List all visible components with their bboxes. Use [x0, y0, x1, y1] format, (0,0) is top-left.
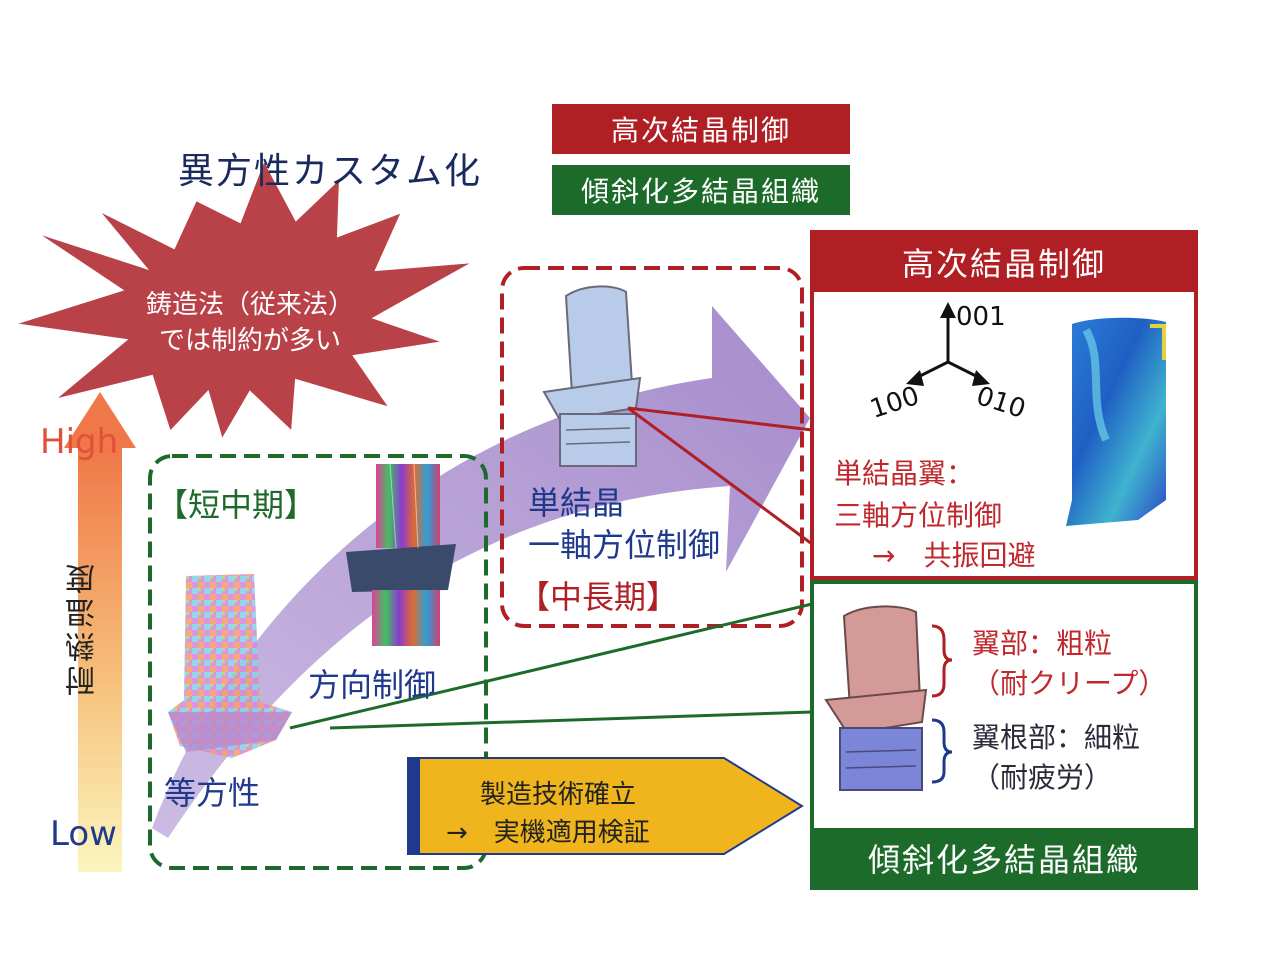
graded-box-header: 傾斜化多結晶組織 — [867, 841, 1140, 879]
wing-bracket — [931, 624, 953, 698]
high-order-desc-line3: → 共振回避 — [872, 539, 1036, 572]
single-crystal-connector — [627, 406, 813, 546]
axis-high-label: High — [40, 422, 119, 462]
isotropic-blade-image — [168, 574, 292, 758]
short-term-box — [148, 454, 488, 870]
single-crystal-label: 単結晶 — [528, 484, 625, 522]
axis-low-label: Low — [50, 814, 117, 854]
high-order-desc-line1: 単結晶翼： — [834, 457, 975, 490]
manufacturing-line1: 製造技術確立 — [480, 780, 637, 810]
crystal-axis-triad — [906, 302, 990, 386]
simulation-blade-image — [1066, 317, 1166, 526]
root-bracket — [931, 718, 953, 784]
high-order-desc-line2: 三軸方位制御 — [834, 499, 1003, 532]
mid-long-term-box — [500, 266, 804, 628]
burst-text-line2: では制約が多い — [158, 326, 341, 356]
single-crystal-blade-image — [542, 285, 642, 467]
wing-desc-line2: （耐クリープ） — [972, 667, 1167, 700]
single-crystal-control-label: 一軸方位制御 — [528, 526, 721, 564]
graded-blade-image — [824, 605, 928, 791]
burst-text-line1: 鋳造法（従来法） — [145, 290, 354, 320]
axis-label: 耐熱温度 — [66, 560, 101, 696]
manufacturing-line2: → 実機適用検証 — [446, 818, 650, 848]
root-desc-line1: 翼根部：細粒 — [972, 721, 1141, 754]
directional-blade-image — [346, 463, 456, 646]
high-order-box-header: 高次結晶制御 — [901, 245, 1106, 283]
constraint-burst — [13, 157, 475, 443]
axis-001-label: 001 — [956, 302, 1006, 332]
short-term-label: 【短中期】 — [156, 486, 317, 524]
temperature-axis-arrow — [64, 392, 136, 872]
isotropic-connector — [289, 602, 813, 730]
legend-graded: 傾斜化多結晶組織 — [552, 165, 850, 215]
manufacturing-arrow — [407, 757, 804, 855]
directional-label: 方向制御 — [308, 666, 437, 704]
wing-desc-line1: 翼部：粗粒 — [972, 627, 1113, 660]
page-title: 異方性カスタム化 — [178, 151, 483, 192]
progress-arrow — [152, 306, 810, 838]
isotropic-label: 等方性 — [164, 774, 261, 812]
root-desc-line2: （耐疲労） — [972, 761, 1113, 794]
legend-high-order: 高次結晶制御 — [552, 104, 850, 154]
mid-long-term-label: 【中長期】 — [518, 578, 679, 616]
